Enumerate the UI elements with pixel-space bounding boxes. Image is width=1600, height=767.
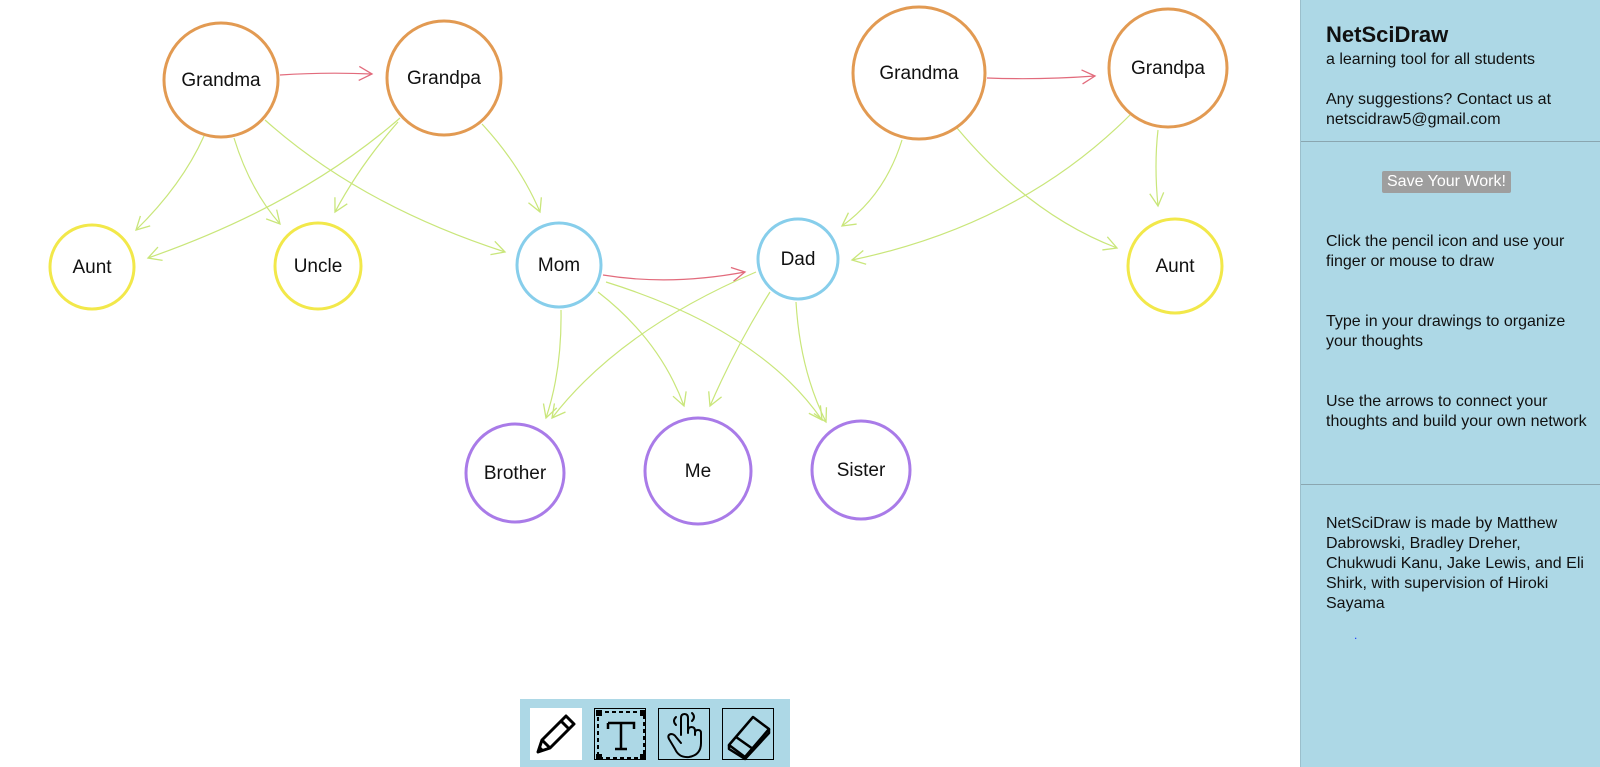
edge-grandma2-dad [840, 139, 903, 227]
edge-grandma1-uncle [233, 137, 281, 226]
pencil-tool-button[interactable] [530, 708, 582, 760]
edge-dad-brother [551, 271, 757, 420]
node-circle [515, 221, 603, 309]
edge-grandma1-grandpa1 [279, 65, 374, 82]
node-circle [464, 422, 566, 524]
help-type-text: Type in your drawings to organize your t… [1326, 313, 1566, 350]
node-grandma1[interactable]: Grandma [162, 21, 280, 139]
marriage-edges [279, 65, 1097, 282]
edge-grandpa1-mom [481, 123, 542, 214]
pencil-icon [536, 714, 576, 754]
node-label: Brother [484, 463, 547, 484]
edge-dad-me [708, 291, 771, 408]
node-sister[interactable]: Sister [810, 419, 912, 521]
help-draw-text: Click the pencil icon and use your finge… [1326, 233, 1565, 270]
edge-grandpa1-aunt [146, 117, 401, 261]
node-me[interactable]: Me [643, 416, 753, 526]
node-label: Sister [837, 460, 886, 481]
edge-grandma1-mom [264, 119, 507, 256]
contact-email: netscidraw5@gmail.com [1326, 111, 1501, 128]
node-aunt1[interactable]: Aunt [48, 223, 136, 311]
node-circle [273, 221, 363, 311]
help-arrows-text: Use the arrows to connect your thoughts … [1326, 393, 1587, 430]
save-button[interactable]: Save Your Work! [1382, 171, 1511, 193]
eraser-icon [727, 715, 771, 761]
node-label: Aunt [1155, 256, 1195, 277]
node-circle [643, 416, 753, 526]
node-label: Grandpa [1131, 58, 1205, 79]
node-label: Dad [781, 249, 816, 270]
node-aunt2[interactable]: Aunt [1126, 217, 1224, 315]
node-circle [756, 217, 840, 301]
node-label: Grandma [879, 63, 959, 84]
node-uncle[interactable]: Uncle [273, 221, 363, 311]
edge-grandpa2-aunt [1149, 129, 1165, 208]
edge-grandma1-aunt [135, 135, 205, 231]
node-grandpa1[interactable]: Grandpa [385, 19, 503, 137]
edge-mom-me [597, 291, 687, 408]
node-mom[interactable]: Mom [515, 221, 603, 309]
edge-mom-dad [602, 266, 747, 282]
contact-text: Any suggestions? Contact us at [1326, 91, 1552, 108]
hand-tool-button[interactable] [658, 708, 710, 760]
sidebar-divider [1301, 484, 1600, 485]
sidebar-divider [1301, 141, 1600, 142]
node-label: Mom [538, 255, 580, 276]
node-dad[interactable]: Dad [756, 217, 840, 301]
node-circle [1107, 7, 1229, 129]
edge-grandpa1-uncle [334, 121, 399, 214]
node-circle [48, 223, 136, 311]
node-label: Grandma [181, 70, 261, 91]
tiny-link[interactable]: . [1354, 628, 1358, 642]
eraser-tool-button[interactable] [722, 708, 774, 761]
node-grandpa2[interactable]: Grandpa [1107, 7, 1229, 129]
node-circle [810, 419, 912, 521]
edge-mom-sister [605, 281, 823, 422]
edge-grandma2-aunt [956, 127, 1119, 251]
node-label: Aunt [72, 257, 112, 278]
node-grandma2[interactable]: Grandma [851, 5, 987, 141]
node-brother[interactable]: Brother [464, 422, 566, 524]
node-circle [385, 19, 503, 137]
text-tool-button[interactable] [594, 708, 646, 760]
edge-grandma2-grandpa2 [986, 69, 1097, 85]
edge-dad-sister [795, 301, 828, 424]
text-icon [596, 710, 646, 760]
parent-edges [135, 114, 1165, 424]
edge-mom-brother [542, 309, 562, 420]
node-label: Grandpa [407, 68, 481, 89]
toolbar [520, 699, 790, 767]
node-label: Me [685, 461, 711, 482]
hand-pointer-icon [667, 712, 702, 759]
node-circle [162, 21, 280, 139]
node-label: Uncle [294, 256, 343, 277]
app-subtitle: a learning tool for all students [1326, 51, 1536, 68]
edge-grandpa2-dad [850, 114, 1131, 265]
app-title: NetSciDraw [1326, 22, 1449, 47]
credits-text: NetSciDraw is made by Matthew Dabrowski,… [1326, 515, 1584, 612]
sidebar: NetSciDraw a learning tool for all stude… [1300, 0, 1600, 767]
node-circle [1126, 217, 1224, 315]
node-circle [851, 5, 987, 141]
